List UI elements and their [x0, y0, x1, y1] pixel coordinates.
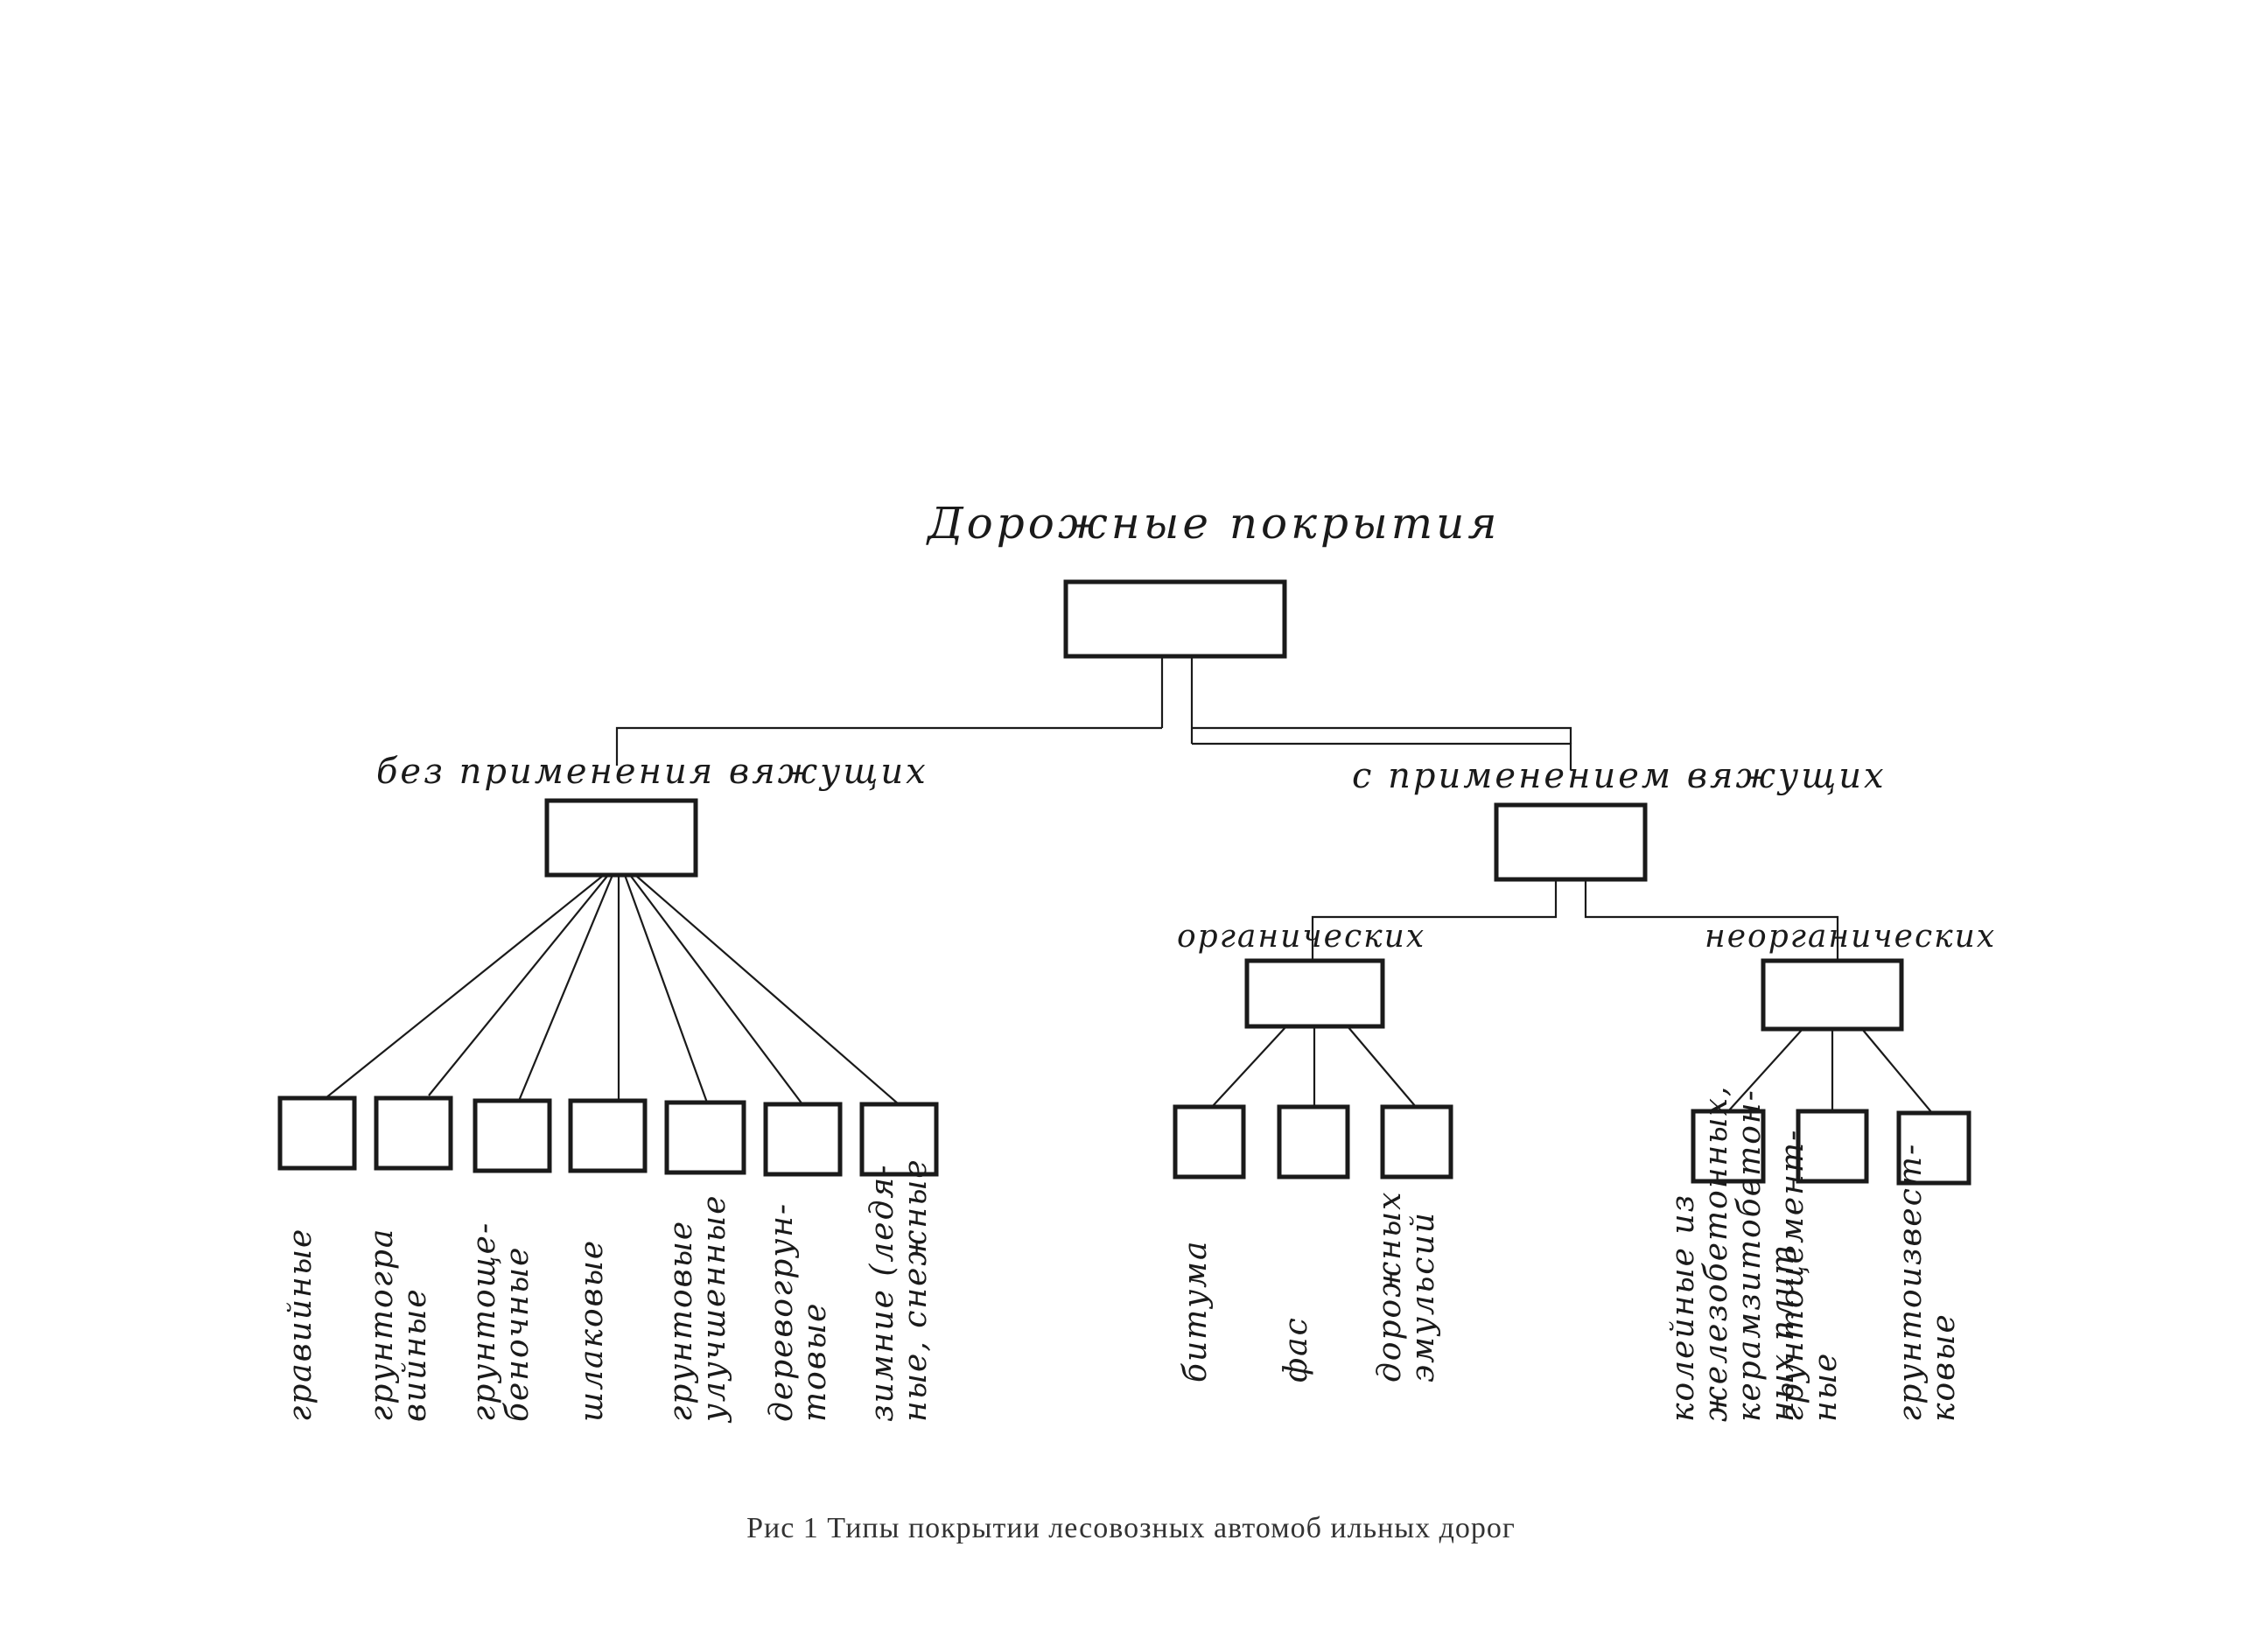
branch-label-organic: органических: [1177, 919, 1425, 955]
leaf-label-line: улучшенные: [697, 1194, 732, 1424]
node-organic: [1244, 958, 1385, 1029]
leaf-label-without-2: грунтогравийные: [364, 1228, 433, 1422]
fan-without: [325, 874, 900, 1105]
leaf-label-line: грунтоще-: [466, 1222, 502, 1422]
leaf-label-inorganic-3: грунтоизвест-ковые: [1893, 1143, 1962, 1422]
leaf-label-line: гравийные: [283, 1228, 319, 1422]
fan-organic: [1211, 1026, 1417, 1108]
fan-inorganic: [1727, 1028, 1933, 1114]
leaf-boxes-organic: [1173, 1104, 1453, 1180]
node-without-binders: [544, 798, 698, 878]
leaf-label-line: грунтогра: [364, 1228, 400, 1422]
leaf-label-inorganic-1: колейные изжелезобетонных,керамзитобетон…: [1665, 1085, 1801, 1422]
root-node: [1063, 579, 1287, 659]
leaf-label-without-7: зимние (ледя-ные, снежные: [865, 1158, 934, 1422]
leaf-label-line: железобетонных,: [1698, 1085, 1734, 1422]
leaf-label-line: ных плит: [1765, 1243, 1801, 1422]
leaf-label-without-1: гравийные: [283, 1228, 319, 1422]
leaf-label-organic-2: фас: [1278, 1316, 1314, 1382]
leaf-label-line: вийные: [397, 1287, 433, 1422]
leaf-label-line: грунтоизвест-: [1893, 1143, 1929, 1422]
leaf-label-line: товые: [797, 1302, 833, 1422]
leaf-label-line: дорожных: [1372, 1191, 1408, 1382]
leaf-label-without-4: шлаковые: [574, 1239, 610, 1422]
connector-inorganic: [1584, 879, 1839, 962]
node-with-binders: [1494, 802, 1648, 882]
leaf-label-line: грунтоцемент-: [1775, 1129, 1810, 1422]
connector-organic: [1311, 879, 1558, 962]
leaf-label-line: зимние (ледя-: [865, 1164, 900, 1422]
leaf-label-inorganic-2: грунтоцемент-ные: [1775, 1129, 1844, 1422]
leaf-label-line: беночные: [500, 1246, 536, 1422]
branch-connector-with-upper: [1192, 726, 1572, 744]
leaf-label-organic-1: битума: [1178, 1240, 1214, 1383]
leaf-boxes-inorganic: [1691, 1109, 1971, 1186]
leaf-label-line: битума: [1178, 1240, 1214, 1383]
leaf-label-line: ковые: [1926, 1312, 1962, 1422]
leaf-label-line: ные, снежные: [898, 1158, 934, 1422]
leaf-label-line: колейные из: [1665, 1194, 1701, 1422]
leaf-label-line: эмульсий: [1405, 1211, 1441, 1382]
root-label: Дорожные покрытия: [926, 498, 1500, 549]
node-inorganic: [1761, 958, 1904, 1032]
leaf-label-line: ные: [1808, 1352, 1844, 1422]
branch-label-inorganic: неорганических: [1705, 919, 1996, 955]
branch-connector-without: [615, 726, 1162, 766]
leaf-label-line: керамзитобетон-: [1732, 1088, 1768, 1422]
branch-label-without: без применения вяжущих: [376, 752, 928, 792]
leaf-boxes-without: [277, 1096, 939, 1177]
leaf-label-without-3: грунтоще-беночные: [466, 1222, 536, 1422]
leaf-labels: гравийные грунтогравийные грунтоще-беночны…: [283, 1085, 1962, 1424]
leaf-label-without-5: грунтовыеулучшенные: [663, 1194, 732, 1424]
branch-label-with: с применением вяжущих: [1352, 756, 1887, 796]
leaf-label-line: шлаковые: [574, 1239, 610, 1422]
figure-caption: Рис 1 Типы покрытии лесовозных автомоб и…: [746, 1512, 1516, 1544]
leaf-label-without-6: деревогрун-товые: [764, 1202, 833, 1422]
leaf-label-organic-3: дорожныхэмульсий: [1372, 1191, 1441, 1382]
leaf-label-line: деревогрун-: [764, 1202, 800, 1422]
leaf-label-line: фас: [1278, 1316, 1314, 1382]
leaf-label-line: грунтовые: [663, 1220, 699, 1422]
